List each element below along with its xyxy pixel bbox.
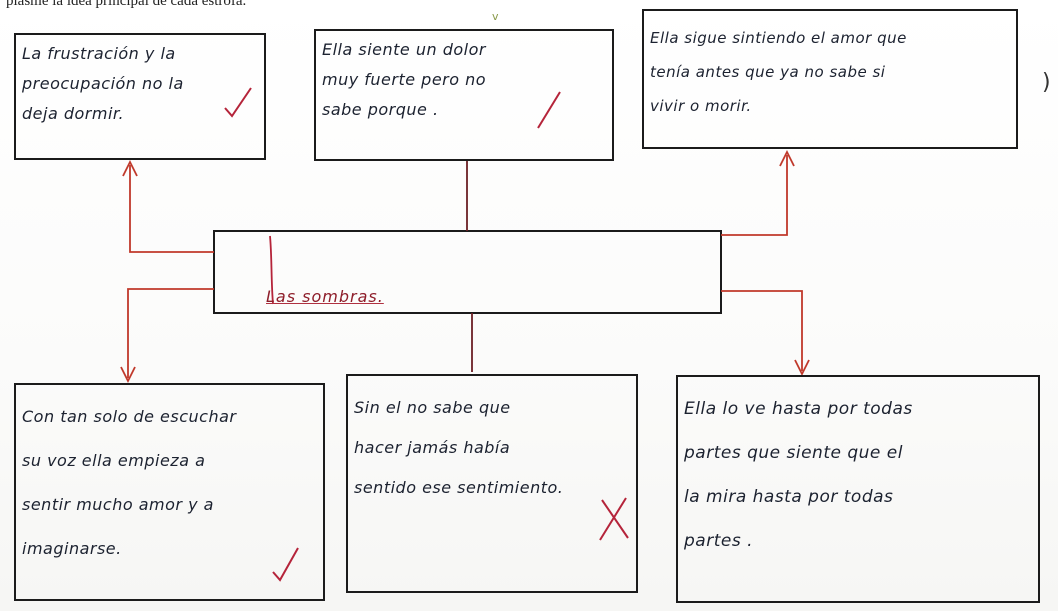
arrowhead-bottom-right [794, 359, 810, 377]
side-bracket-mark: ) [1042, 70, 1051, 95]
idea-box-6: Ella lo ve hasta por todas partes que si… [676, 375, 1040, 603]
connector-bottom-left [127, 288, 214, 378]
instruction-text: plasme la idea principal de cada estrofa… [6, 0, 247, 9]
idea-box-3: Ella sigue sintiendo el amor que tenía a… [642, 9, 1018, 149]
idea-box-6-text: Ella lo ve hasta por todas partes que si… [684, 399, 913, 551]
red-x-box-5 [599, 497, 629, 541]
red-check-box-2 [537, 91, 561, 129]
idea-box-2-text: Ella siente un dolor muy fuerte pero no … [322, 40, 487, 119]
idea-box-5: Sin el no sabe que hacer jamás había sen… [346, 374, 638, 593]
red-stroke-center [269, 235, 274, 305]
arrowhead-top-right [779, 149, 795, 167]
idea-box-4-text: Con tan solo de escuchar su voz ella emp… [22, 407, 237, 558]
idea-box-5-text: Sin el no sabe que hacer jamás había sen… [354, 398, 564, 497]
red-check-box-4 [272, 547, 299, 582]
connector-top-right [721, 155, 788, 236]
connector-top-left [129, 165, 214, 253]
idea-box-3-text: Ella sigue sintiendo el amor que tenía a… [650, 29, 907, 115]
stray-mark: v [492, 10, 499, 23]
connector-bottom-right [721, 290, 803, 371]
idea-box-2: Ella siente un dolor muy fuerte pero no … [314, 29, 614, 161]
arrowhead-bottom-left [120, 366, 136, 384]
idea-box-1-text: La frustración y la preocupación no la d… [22, 44, 184, 123]
idea-box-4: Con tan solo de escuchar su voz ella emp… [14, 383, 325, 601]
center-topic-label: Las sombras. [266, 287, 384, 306]
idea-box-1: La frustración y la preocupación no la d… [14, 33, 266, 160]
red-check-box-1 [224, 87, 252, 118]
arrowhead-top-left [122, 159, 138, 177]
